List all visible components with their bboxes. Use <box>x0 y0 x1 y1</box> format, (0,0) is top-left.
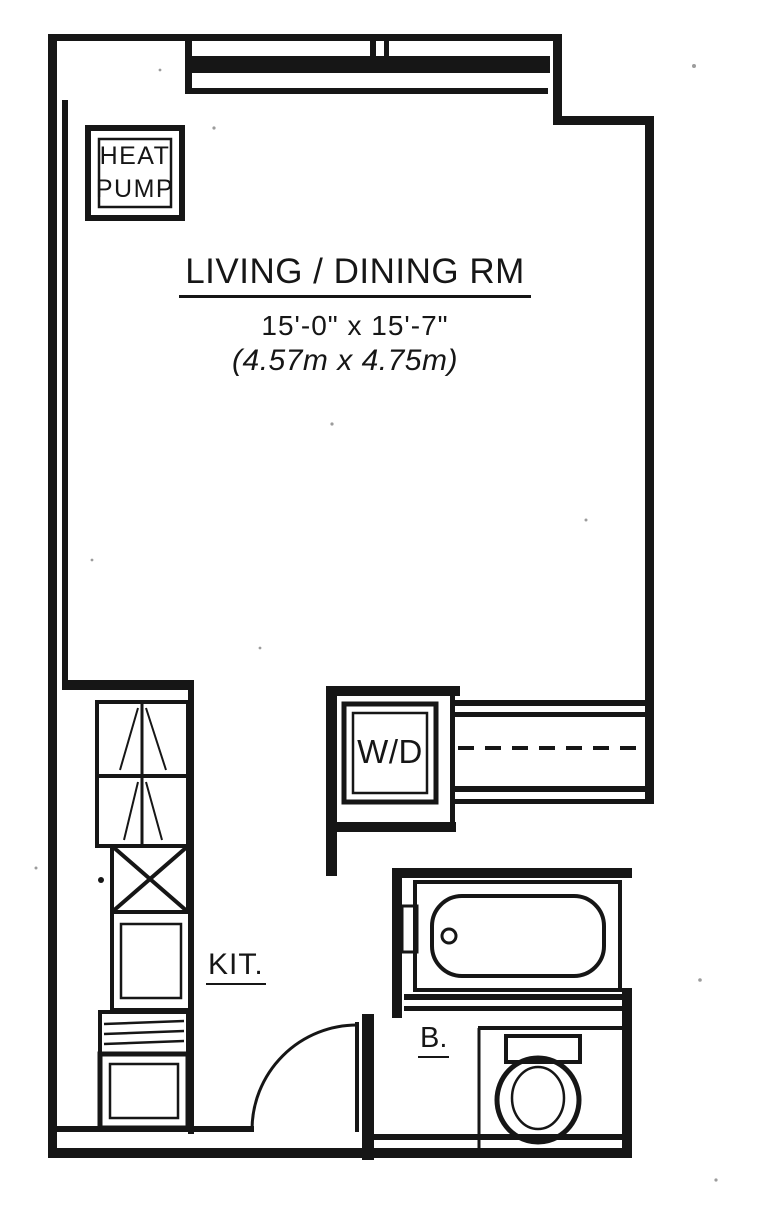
toilet-bowl <box>494 1055 582 1145</box>
kitchen-counter <box>110 910 192 1012</box>
tub-drain-icon <box>440 927 458 945</box>
living-dining-dimensions-imperial: 15'-0" x 15'-7" <box>261 310 449 341</box>
kitchen-fixtures <box>95 700 192 1131</box>
exterior-walls <box>48 34 654 1158</box>
entry-door <box>250 1022 359 1132</box>
heat-pump-unit <box>85 125 185 221</box>
kitchen-cabinet-upper <box>95 700 190 778</box>
scan-noise <box>34 64 718 1182</box>
kitchen-label: KIT. <box>206 948 266 985</box>
bathroom-label-row: B. <box>418 1022 450 1058</box>
washer-dryer-label: W/D <box>357 733 423 770</box>
bathtub <box>400 880 622 992</box>
toilet <box>477 1026 628 1150</box>
washer-dryer-unit <box>341 701 439 805</box>
toilet-tank <box>504 1034 582 1064</box>
kitchen-cabinet-lower <box>95 774 190 848</box>
living-dining-room-title-row: LIVING / DINING RM <box>150 252 560 298</box>
laundry-closet <box>326 686 460 876</box>
door-swing-arc <box>250 1023 358 1131</box>
heat-pump-line2: PUMP <box>95 175 175 203</box>
kitchen-base-unit <box>97 1051 191 1131</box>
kitchen-sink <box>98 1010 190 1056</box>
kitchen-label-row: KIT. <box>206 948 266 985</box>
heat-pump-label: HEAT PUMP <box>88 140 182 206</box>
stove <box>98 844 190 914</box>
heat-pump-line1: HEAT <box>99 142 171 170</box>
living-dining-dimensions-metric: (4.57m x 4.75m) <box>232 344 458 377</box>
window-wall <box>185 38 550 94</box>
bathroom-label: B. <box>418 1022 450 1058</box>
closet <box>455 700 647 804</box>
living-dining-room-label: LIVING / DINING RM <box>179 252 531 298</box>
